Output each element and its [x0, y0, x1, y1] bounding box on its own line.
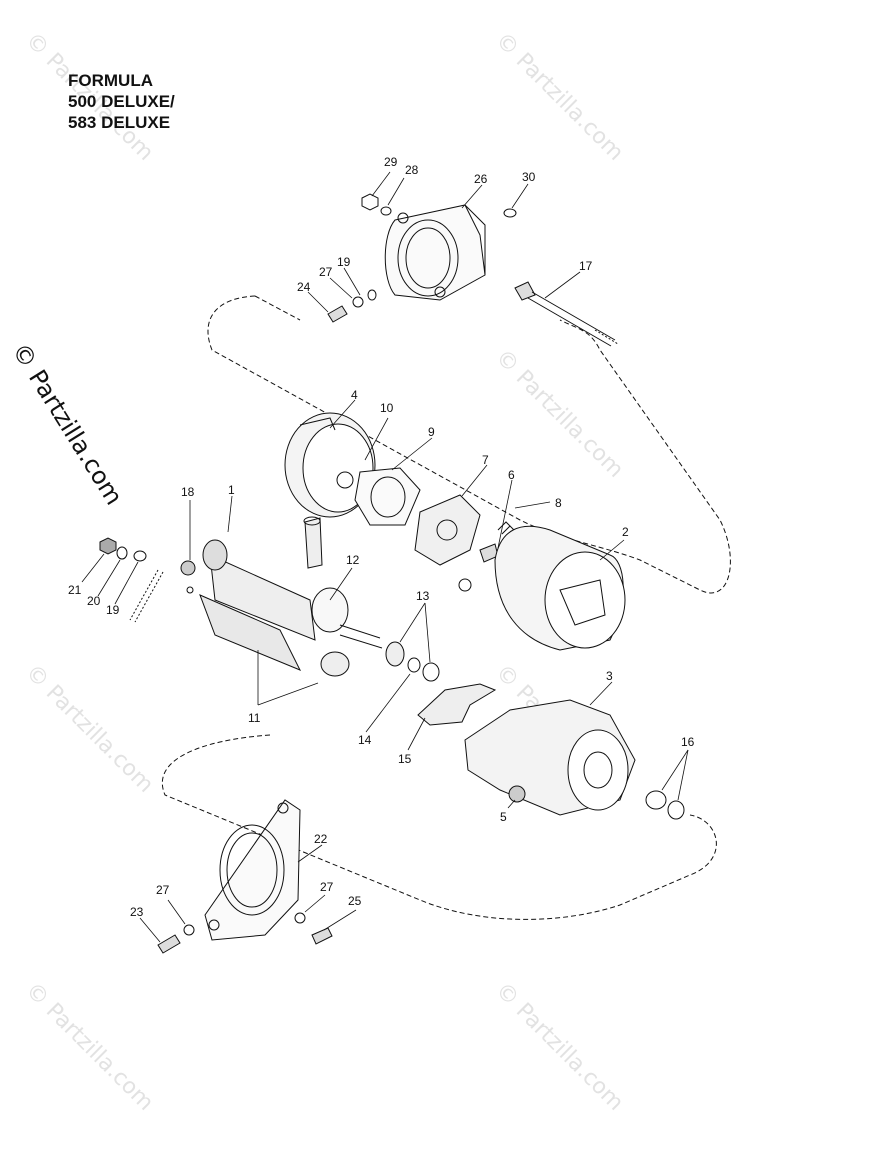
callout-7: 7	[482, 453, 489, 467]
callout-22: 22	[314, 832, 328, 846]
callout-29: 29	[384, 155, 398, 169]
ring-13b	[422, 662, 440, 682]
callout-27: 27	[319, 265, 333, 279]
callout-25: 25	[348, 894, 362, 908]
diagram-title: FORMULA 500 DELUXE/ 583 DELUXE	[68, 70, 175, 133]
callout-3: 3	[606, 669, 613, 683]
washer-19b	[133, 550, 147, 562]
callout-11: 11	[248, 711, 261, 725]
callout-26: 26	[474, 172, 488, 186]
bushing-5	[508, 785, 526, 803]
housing-2	[458, 525, 626, 651]
callout-27b: 27	[156, 883, 170, 897]
callout-19: 19	[337, 255, 351, 269]
bracket-22	[204, 799, 301, 941]
ring-13a	[385, 641, 405, 667]
callout-21: 21	[68, 583, 82, 597]
washer-27b	[183, 924, 195, 936]
title-line-1: FORMULA	[68, 71, 153, 90]
bracket-26	[384, 204, 486, 301]
callout-14: 14	[358, 733, 372, 747]
washer-27c	[294, 912, 306, 924]
end-cover-4	[284, 412, 376, 518]
lever-15	[417, 683, 497, 726]
bolt-24	[327, 305, 348, 323]
washer-28	[380, 206, 392, 216]
callout-30: 30	[522, 170, 536, 184]
callout-4: 4	[351, 388, 358, 402]
lockwasher-20	[116, 546, 128, 560]
washer-30	[503, 208, 517, 218]
terminal-stud	[129, 569, 164, 623]
title-line-3: 583 DELUXE	[68, 113, 171, 132]
bolt-25	[311, 927, 333, 945]
callout-1: 1	[228, 483, 235, 497]
ring-16b	[667, 800, 685, 820]
nut-29	[361, 193, 379, 211]
callout-27c: 27	[320, 880, 334, 894]
callout-15: 15	[398, 752, 412, 766]
callout-18: 18	[181, 485, 195, 499]
upper-dashed-boundary	[207, 295, 731, 594]
clip-14	[407, 657, 421, 673]
callout-23: 23	[130, 905, 144, 919]
callout-28: 28	[405, 163, 419, 177]
callout-24: 24	[297, 280, 311, 294]
callout-2: 2	[622, 525, 629, 539]
plate-9	[354, 467, 421, 526]
bushing-16a	[645, 790, 667, 810]
callout-numbers: 29 28 26 30 19 27 24 17 4 10 9 7 6 8 18 …	[68, 155, 695, 919]
leader-lines	[81, 171, 689, 943]
lower-dashed-boundary	[162, 734, 717, 920]
callout-13: 13	[416, 589, 430, 603]
callout-12: 12	[346, 553, 360, 567]
brush-holder-7	[414, 494, 481, 566]
drive-housing-3	[464, 699, 636, 816]
callout-9: 9	[428, 425, 435, 439]
bushing-18	[180, 560, 196, 576]
bolt-23	[157, 934, 181, 954]
callout-17: 17	[579, 259, 593, 273]
washer-19	[367, 289, 377, 301]
callout-10: 10	[380, 401, 394, 415]
callout-20: 20	[87, 594, 101, 608]
callout-19b: 19	[106, 603, 120, 617]
nut-21	[99, 537, 117, 555]
callout-6: 6	[508, 468, 515, 482]
callout-5: 5	[500, 810, 507, 824]
callout-16: 16	[681, 735, 695, 749]
upper-dashed-boundary-left	[254, 295, 301, 321]
sleeve-10	[303, 516, 323, 569]
washer-27	[352, 296, 364, 308]
title-line-2: 500 DELUXE/	[68, 92, 175, 111]
callout-8: 8	[555, 496, 562, 510]
starter-motor-1	[186, 539, 383, 677]
bolt-17	[514, 281, 619, 347]
